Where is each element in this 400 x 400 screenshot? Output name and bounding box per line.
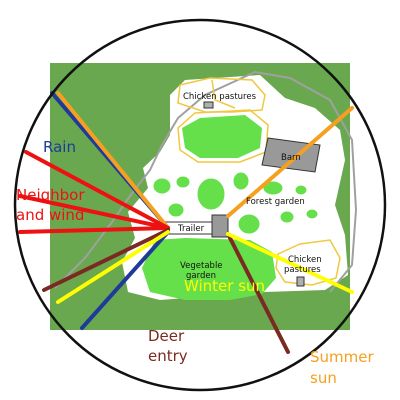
rain-sector-line-lower [80,230,170,330]
forest-garden-trees [152,171,319,235]
upper-lawn [182,115,262,158]
winter-sun-label: Winter sun [184,277,265,295]
chicken-pastures-top-label: Chicken pastures [183,92,257,102]
rain-label: Rain [43,138,76,156]
neighbor-wind-line-1 [24,150,170,230]
trailer-label: Trailer [177,224,205,234]
chicken-pastures-right-outline [275,239,341,286]
forest-garden-label: Forest garden [246,197,305,207]
summer-sun-line-left [56,91,170,230]
neighbor-wind-label: Neighbor [16,186,85,204]
chicken-coop-top [203,101,214,109]
neighbor-wind-line-3 [18,226,170,234]
chicken-pastures-right-label-2: pastures [284,265,321,275]
vegetable-garden-label: Vegetable [180,261,223,271]
site-boundary-circle [13,18,387,392]
winter-sun-line-left [56,230,170,304]
summer-sun-label-2: sun [310,369,337,387]
deer-entry-label: Deer [148,327,185,345]
deer-entry-line-left [42,228,170,292]
deer-entry-label-2: entry [148,347,188,365]
barn-label: Barn [281,153,301,163]
deer-entry-line-right [228,236,290,354]
neighbor-wind-line-2 [18,194,170,230]
sector-lines [18,91,354,354]
walking-path [54,70,358,293]
neighbor-wind-label-2: and wind [16,206,84,224]
vegetable-garden-bed [142,238,276,300]
chicken-coop-right [296,276,305,287]
winter-sun-line-right [226,232,354,294]
chicken-pastures-right-label: Chicken [288,255,322,265]
chicken-pastures-top-inner [211,79,236,109]
vegetable-garden-label-2: garden [186,271,216,281]
summer-sun-line-right [226,106,354,218]
summer-sun-label: Summer [310,348,374,366]
trailer-hitch [211,214,229,238]
